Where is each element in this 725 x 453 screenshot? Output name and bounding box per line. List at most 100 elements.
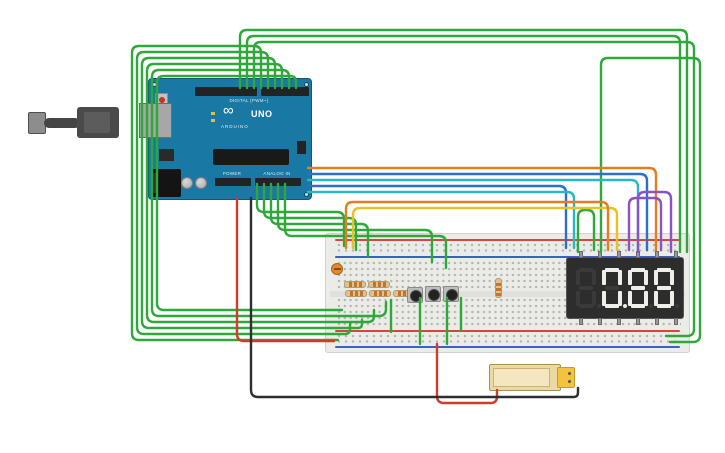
force-sensor[interactable] <box>489 364 561 391</box>
connector-pin <box>568 372 571 375</box>
wire-purple[interactable] <box>627 196 663 252</box>
display-pin[interactable] <box>655 318 659 325</box>
power-pin-header[interactable] <box>215 178 251 186</box>
resistor[interactable] <box>369 290 391 297</box>
force-sensor-pad <box>493 368 550 387</box>
display-digit <box>654 268 679 308</box>
wire-orange[interactable] <box>306 166 658 252</box>
analog-pins-label: ANALOG IN <box>263 171 291 176</box>
segment-b <box>592 270 596 285</box>
decimal-point <box>649 304 653 308</box>
photoresistor[interactable] <box>331 263 343 275</box>
segment-g <box>631 286 645 290</box>
seven-segment-display[interactable] <box>566 251 684 325</box>
icsp-header <box>297 141 306 154</box>
segment-f <box>654 270 658 285</box>
segment-d <box>657 304 671 308</box>
reset-button-cap[interactable] <box>159 97 165 103</box>
wire-green[interactable] <box>255 182 346 248</box>
resistor[interactable] <box>345 290 367 297</box>
wire-black[interactable] <box>249 196 580 399</box>
resistor[interactable] <box>495 278 502 298</box>
wire-green[interactable] <box>135 50 352 336</box>
breadboard-bottom-rail-blue-line <box>335 346 680 348</box>
display-pin[interactable] <box>617 251 621 258</box>
resistor[interactable] <box>368 281 390 288</box>
breadboard-top-rail-blue-line <box>335 256 680 258</box>
decimal-point <box>675 304 679 308</box>
wire-green[interactable] <box>155 74 344 312</box>
wire-green[interactable] <box>269 182 370 258</box>
wire-green[interactable] <box>576 208 596 254</box>
wire-cyan[interactable] <box>306 178 640 252</box>
wire-purple[interactable] <box>636 190 673 254</box>
usb-cable[interactable] <box>44 118 80 128</box>
usb-plug-stripe <box>84 112 110 133</box>
segment-d <box>631 304 645 308</box>
wire-green[interactable] <box>150 68 388 318</box>
segment-f <box>602 270 606 285</box>
segment-f <box>576 270 580 285</box>
segment-e <box>628 291 632 306</box>
digital-pin-header[interactable] <box>195 87 257 96</box>
display-pin[interactable] <box>579 251 583 258</box>
decimal-point <box>597 304 601 308</box>
resistor[interactable] <box>344 281 366 288</box>
pushbutton-2[interactable] <box>425 286 441 302</box>
wire-cyan[interactable] <box>306 190 576 250</box>
power-pins-label: POWER <box>222 171 242 176</box>
display-digit <box>628 268 653 308</box>
wire-green[interactable] <box>283 182 448 270</box>
wire-green[interactable] <box>252 40 696 338</box>
wire-green[interactable] <box>130 44 340 342</box>
display-pin[interactable] <box>655 251 659 258</box>
pushbutton-cap[interactable] <box>428 289 440 301</box>
wire-green[interactable] <box>145 62 376 324</box>
mounting-hole <box>304 82 309 87</box>
force-sensor-connector[interactable] <box>557 367 575 388</box>
usb-plug[interactable] <box>77 107 119 138</box>
display-pin[interactable] <box>674 251 678 258</box>
segment-b <box>644 270 648 285</box>
pushbutton-cap[interactable] <box>446 289 458 301</box>
wire-red[interactable] <box>435 342 499 405</box>
segment-a <box>657 268 671 272</box>
wire-green[interactable] <box>276 182 434 264</box>
breadboard-top-rail-holes[interactable] <box>337 243 681 254</box>
mounting-hole <box>304 192 309 197</box>
rx-led <box>211 119 215 122</box>
display-pin[interactable] <box>674 318 678 325</box>
digital-pin-header[interactable] <box>261 87 309 96</box>
display-pin[interactable] <box>579 318 583 325</box>
digital-pins-label: DIGITAL (PWM~) <box>229 98 269 103</box>
display-pin[interactable] <box>617 318 621 325</box>
wire-orange[interactable] <box>344 200 610 252</box>
atmega-chip <box>213 149 289 165</box>
usb-socket <box>139 103 172 138</box>
wire-green[interactable] <box>245 34 682 254</box>
wire-green[interactable] <box>262 182 358 252</box>
wire-yellow[interactable] <box>351 206 619 252</box>
segment-e <box>602 291 606 306</box>
display-pin[interactable] <box>636 318 640 325</box>
segment-a <box>631 268 645 272</box>
display-digit <box>576 268 601 308</box>
analog-pin-header[interactable] <box>255 178 301 186</box>
segment-g <box>657 286 671 290</box>
decimal-point <box>623 304 627 308</box>
display-pin[interactable] <box>598 318 602 325</box>
capacitor <box>195 177 207 189</box>
wire-green[interactable] <box>140 56 364 330</box>
wire-green[interactable] <box>599 56 702 344</box>
breadboard-bottom-rail-holes[interactable] <box>337 334 681 345</box>
wire-blue[interactable] <box>306 172 649 252</box>
breadboard-top-rail-red-line <box>335 239 680 241</box>
segment-d <box>605 304 619 308</box>
breadboard-bottom-rail-red-line <box>335 330 680 332</box>
arduino-logo-icon: ∞ <box>223 102 234 119</box>
segment-b <box>670 270 674 285</box>
capacitor <box>181 177 193 189</box>
wire-red[interactable] <box>235 196 336 343</box>
wire-green[interactable] <box>238 28 689 254</box>
